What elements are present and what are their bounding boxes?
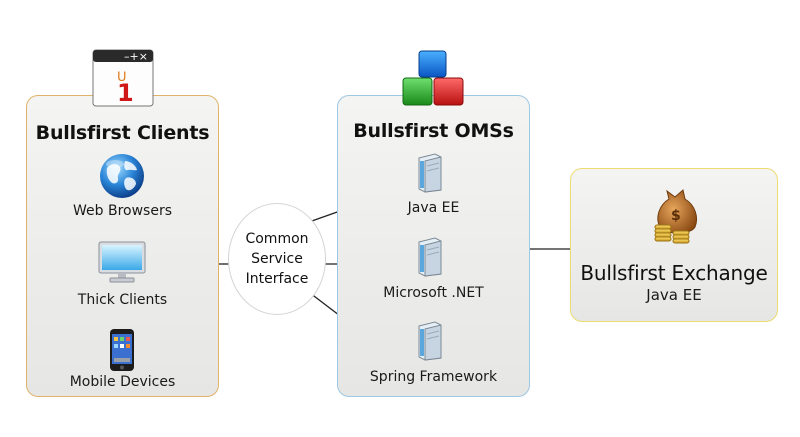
oms-item-java-ee: Java EE [407, 200, 460, 216]
interface-label-line2: Service [251, 251, 303, 267]
exchange-subtitle: Java EE [646, 286, 702, 304]
oms-title: Bullsfirst OMSs [353, 120, 514, 142]
svg-text:$: $ [671, 208, 681, 224]
interface-label-line3: Interface [245, 271, 309, 287]
svg-text:–+×: –+× [124, 50, 148, 63]
oms-item-microsoft-net: Microsoft .NET [383, 285, 484, 301]
svg-text:ᑌ: ᑌ [117, 70, 127, 85]
calendar-window-icon: –+× ᑌ 1 [92, 49, 154, 107]
common-service-interface: Common Service Interface [228, 203, 326, 315]
client-item-thick-clients: Thick Clients [77, 292, 168, 308]
client-item-web-browsers: Web Browsers [73, 203, 172, 219]
svg-text:1: 1 [117, 79, 134, 107]
server-icon [416, 237, 442, 277]
oms-panel: Bullsfirst OMSs Java EE Microsoft .NET [337, 95, 530, 397]
clients-panel: Bullsfirst Clients Web Browsers [26, 95, 219, 397]
monitor-icon [97, 241, 147, 285]
client-item-mobile-devices: Mobile Devices [69, 374, 176, 390]
oms-item-spring-framework: Spring Framework [369, 369, 498, 385]
money-bag-icon: $ [651, 187, 703, 245]
clients-title: Bullsfirst Clients [35, 122, 210, 144]
server-icon [416, 153, 442, 193]
server-icon [416, 321, 442, 361]
exchange-title: Bullsfirst Exchange [580, 261, 768, 285]
globe-icon [98, 152, 146, 200]
exchange-panel: $ Bullsfirst Exchange Java EE [570, 168, 778, 322]
interface-label-line1: Common [245, 231, 309, 247]
smartphone-icon [109, 328, 135, 372]
blocks-icon [400, 48, 466, 108]
